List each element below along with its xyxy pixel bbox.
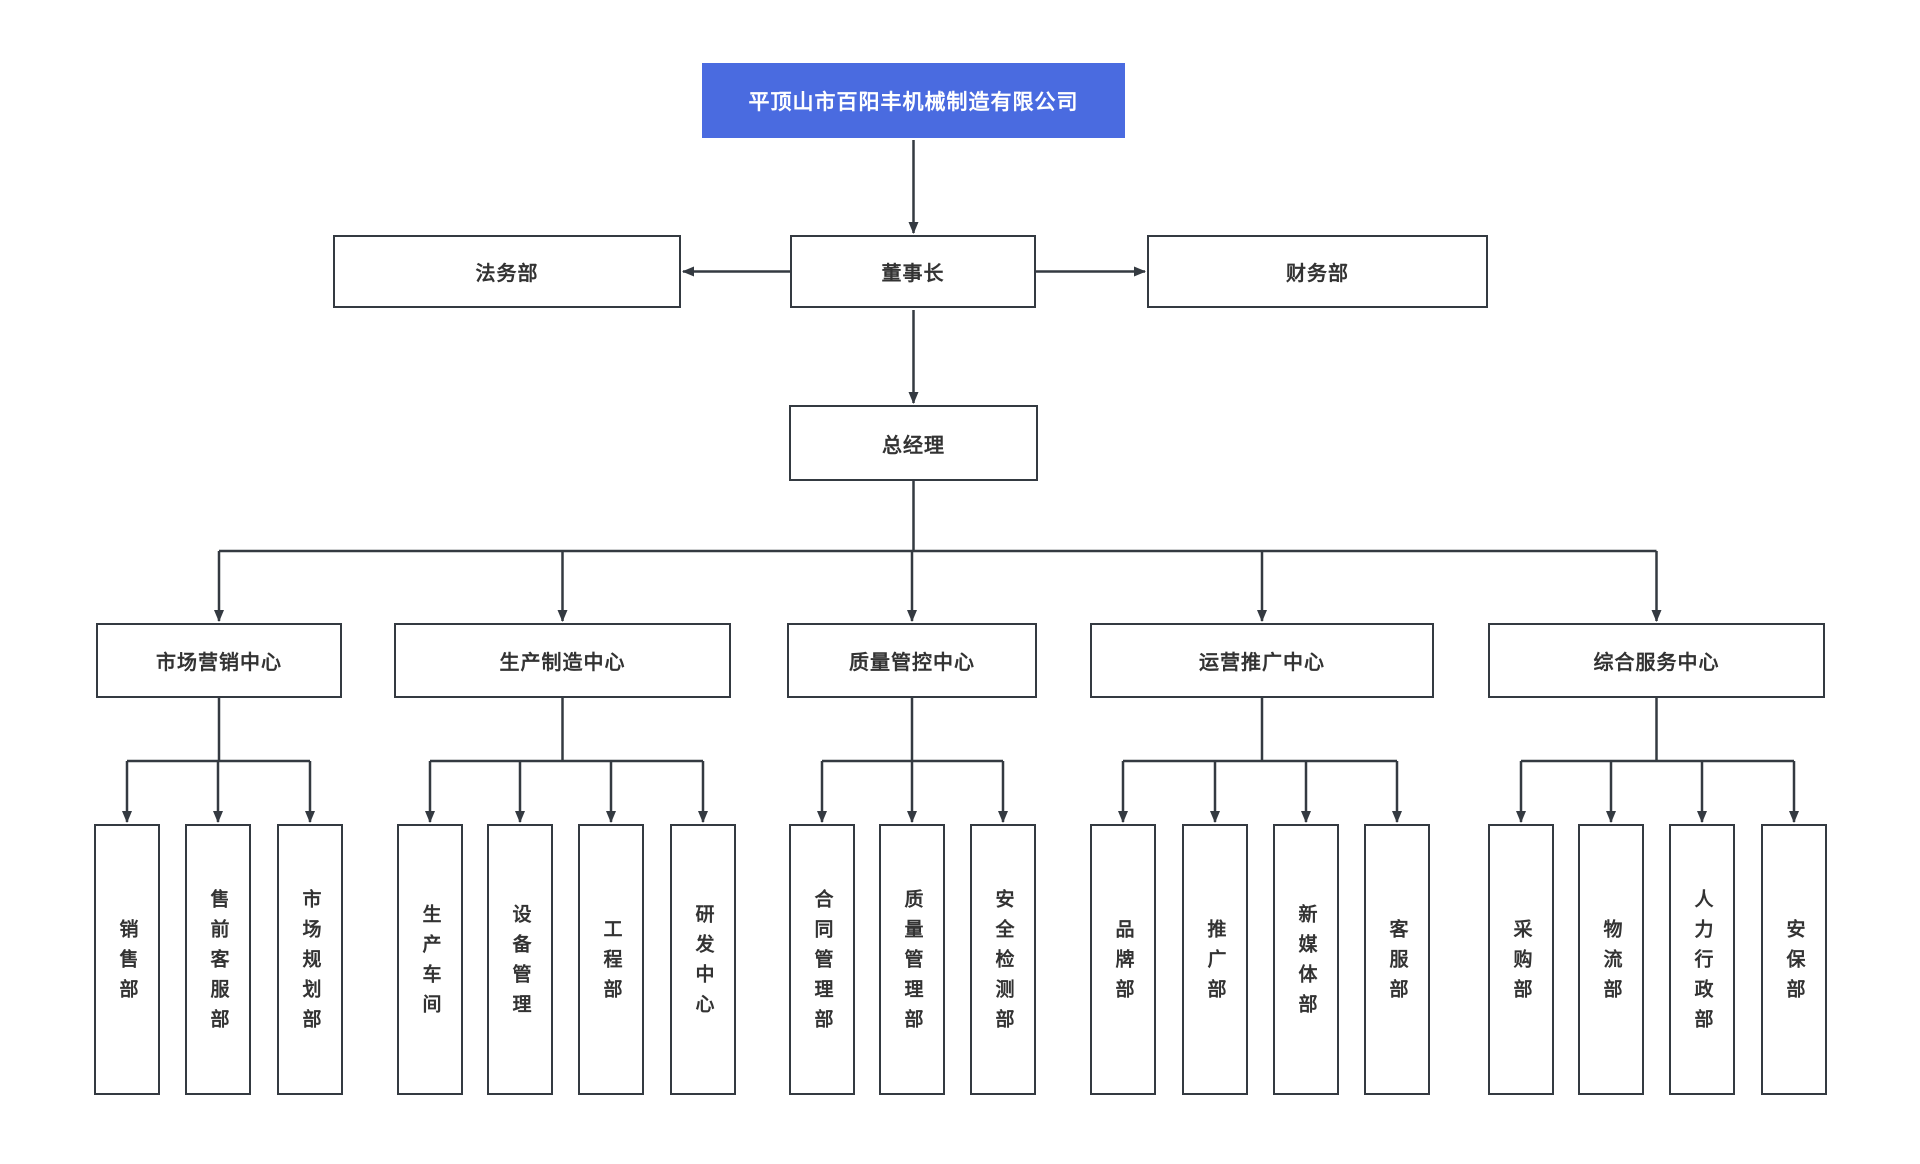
- dept-box-procurement: 采购部: [1488, 824, 1554, 1095]
- center-box-operations: 运营推广中心: [1090, 623, 1434, 698]
- dept-box-customer-service: 客服部: [1364, 824, 1430, 1095]
- dept-box-safety-inspection: 安全检测部: [970, 824, 1036, 1095]
- dept-box-sales: 销售部: [94, 824, 160, 1095]
- center-box-quality: 质量管控中心: [787, 623, 1037, 698]
- center-box-marketing: 市场营销中心: [96, 623, 342, 698]
- dept-box-promotion: 推广部: [1182, 824, 1248, 1095]
- dept-box-rnd-center: 研发中心: [670, 824, 736, 1095]
- general-manager-box: 总经理: [789, 405, 1038, 481]
- dept-box-new-media: 新媒体部: [1273, 824, 1339, 1095]
- chairman-box: 董事长: [790, 235, 1036, 308]
- dept-box-presales-service: 售前客服部: [185, 824, 251, 1095]
- dept-box-contract-mgmt: 合同管理部: [789, 824, 855, 1095]
- dept-box-market-planning: 市场规划部: [277, 824, 343, 1095]
- legal-dept-box: 法务部: [333, 235, 681, 308]
- dept-box-engineering: 工程部: [578, 824, 644, 1095]
- center-box-production: 生产制造中心: [394, 623, 731, 698]
- dept-box-logistics: 物流部: [1578, 824, 1644, 1095]
- dept-box-quality-mgmt: 质量管理部: [879, 824, 945, 1095]
- dept-box-brand: 品牌部: [1090, 824, 1156, 1095]
- finance-dept-box: 财务部: [1147, 235, 1488, 308]
- center-box-services: 综合服务中心: [1488, 623, 1825, 698]
- dept-box-equipment: 设备管理: [487, 824, 553, 1095]
- company-root-box: 平顶山市百阳丰机械制造有限公司: [702, 63, 1125, 138]
- dept-box-workshop: 生产车间: [397, 824, 463, 1095]
- dept-box-security: 安保部: [1761, 824, 1827, 1095]
- dept-box-hr-admin: 人力行政部: [1669, 824, 1735, 1095]
